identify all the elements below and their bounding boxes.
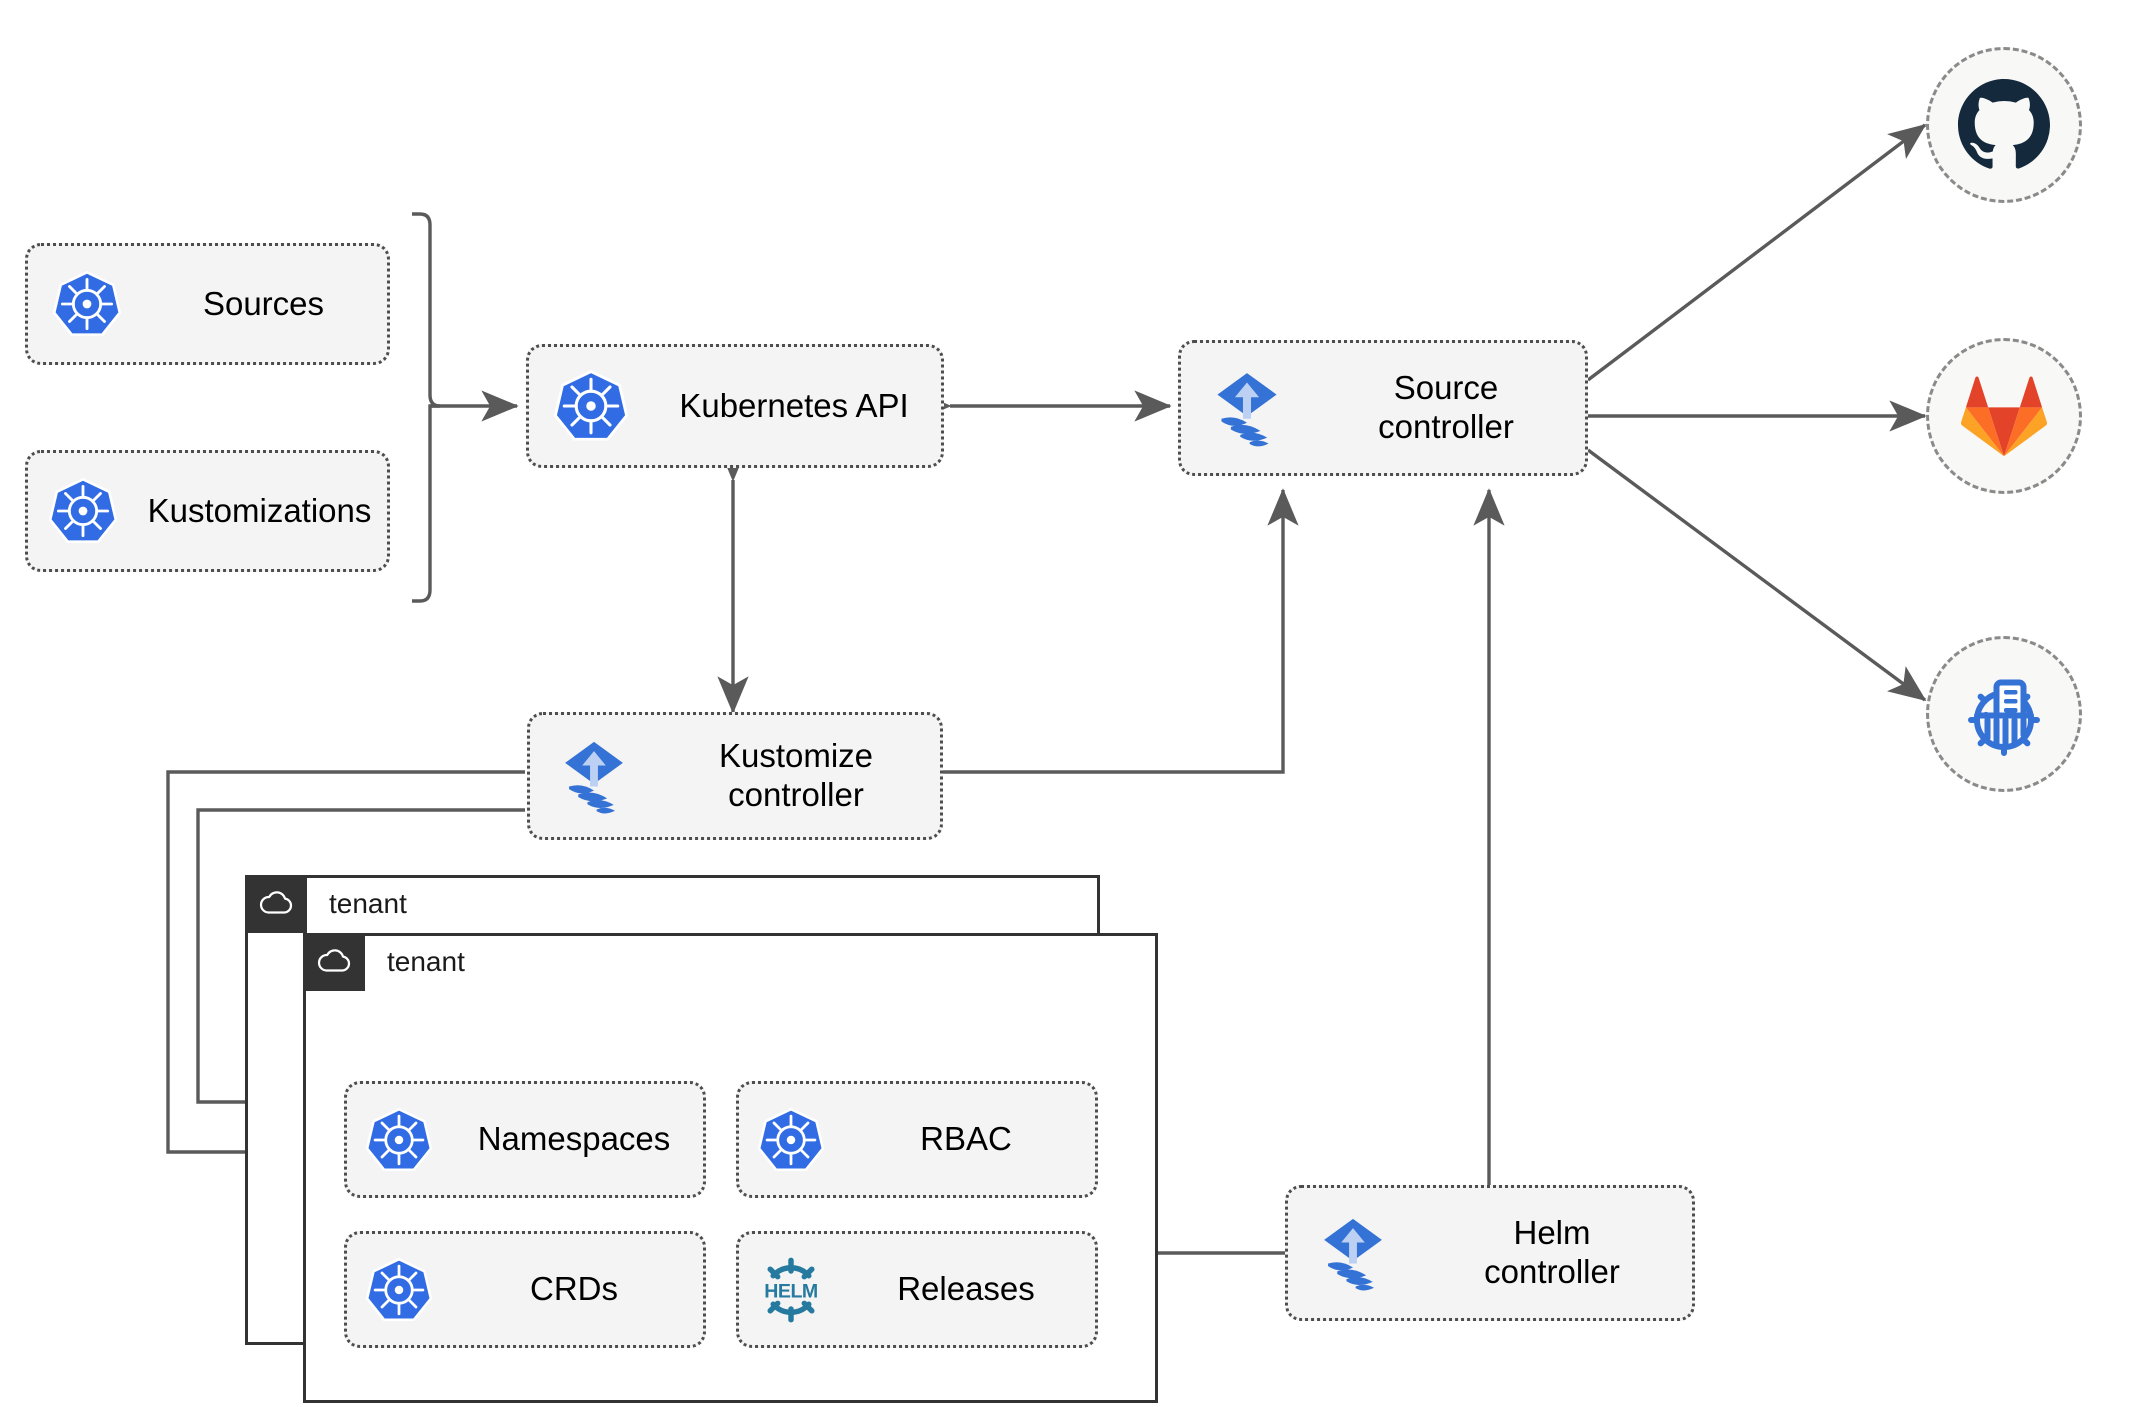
wire-sources-bracket	[412, 212, 441, 603]
tenant-header: tenant	[303, 933, 465, 991]
kubernetes-icon	[28, 269, 146, 339]
tenant-name: tenant	[387, 946, 465, 977]
kubernetes-icon	[347, 1106, 451, 1174]
node-label: Source controller	[1378, 369, 1514, 445]
tenant-name: tenant	[329, 888, 407, 919]
node-releases[interactable]: HELM Releases	[736, 1231, 1098, 1348]
node-sources[interactable]: Sources	[25, 243, 390, 365]
target-gitlab[interactable]	[1926, 338, 2082, 494]
node-source-controller[interactable]: Source controller	[1178, 340, 1588, 476]
wire-source-to-github	[1586, 123, 1927, 382]
wire-source-to-helmrepo	[1586, 448, 1927, 702]
kubernetes-icon	[347, 1256, 451, 1324]
flux-icon	[1181, 365, 1313, 451]
target-helm-repository[interactable]	[1926, 636, 2082, 792]
node-kustomize-controller[interactable]: Kustomize controller	[527, 712, 943, 840]
kubernetes-icon	[739, 1106, 843, 1174]
node-label: Sources	[202, 284, 325, 322]
node-label: Helm controller	[1484, 1214, 1620, 1290]
svg-text:HELM: HELM	[764, 1280, 818, 1302]
kubernetes-icon	[529, 368, 653, 444]
helm-icon: HELM	[739, 1252, 843, 1328]
node-namespaces[interactable]: Namespaces	[344, 1081, 706, 1198]
wire-kustomize-to-source	[943, 488, 1299, 774]
node-label: RBAC	[920, 1120, 1012, 1158]
node-helm-controller[interactable]: Helm controller	[1285, 1185, 1695, 1321]
node-label: Kubernetes API	[679, 386, 909, 424]
kubernetes-icon	[28, 476, 138, 546]
target-github[interactable]	[1926, 47, 2082, 203]
node-label: Releases	[897, 1270, 1035, 1308]
flux-icon	[530, 734, 658, 818]
node-kubernetes-api[interactable]: Kubernetes API	[526, 344, 944, 468]
node-label: Namespaces	[477, 1120, 671, 1158]
flux-icon	[1288, 1211, 1418, 1295]
node-label: Kustomize controller	[718, 737, 874, 813]
node-label: CRDs	[530, 1270, 618, 1308]
github-icon	[1958, 79, 2050, 169]
tenant-container-inner: tenant Namespaces	[303, 933, 1158, 1403]
helm-repository-icon	[1968, 679, 2040, 756]
tenant-header: tenant	[245, 875, 407, 933]
gitlab-icon	[1960, 376, 2048, 457]
cloud-icon	[303, 933, 365, 991]
node-rbac[interactable]: RBAC	[736, 1081, 1098, 1198]
node-crds[interactable]: CRDs	[344, 1231, 706, 1348]
node-kustomizations[interactable]: Kustomizations	[25, 450, 390, 572]
cloud-icon	[245, 875, 307, 933]
node-label: Kustomizations	[147, 491, 372, 529]
